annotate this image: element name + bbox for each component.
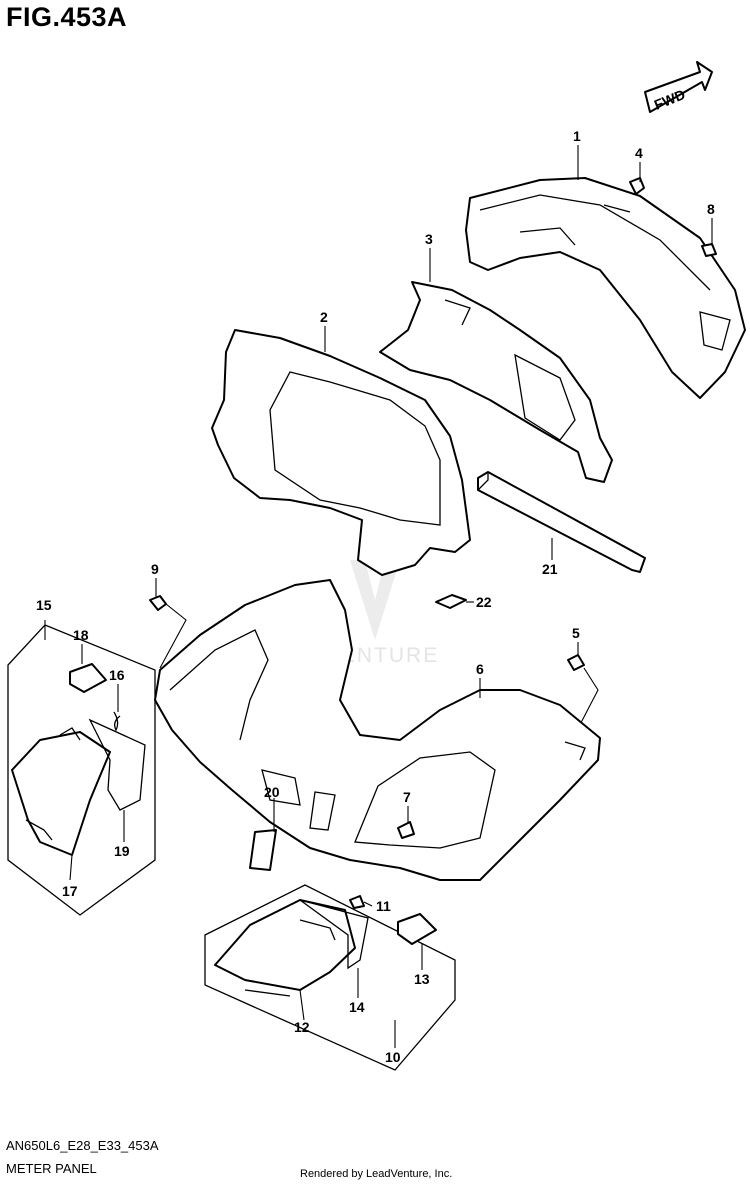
part-20-grommet	[249, 829, 277, 871]
callout-10: 10	[385, 1049, 401, 1065]
part-5-screw	[567, 654, 599, 741]
part-9-screw	[149, 595, 187, 669]
callout-9: 9	[151, 561, 159, 577]
callout-19: 19	[114, 843, 130, 859]
callout-16: 16	[109, 667, 125, 683]
part-1-upper-cover	[465, 177, 746, 399]
callout-1: 1	[573, 128, 581, 144]
group-15-frame	[7, 620, 156, 916]
part-22-pad	[435, 594, 467, 609]
callout-20: 20	[264, 784, 280, 800]
part-19-seal	[88, 718, 146, 811]
figure-title: FIG.453A	[6, 2, 128, 32]
part-18-cap	[69, 663, 107, 693]
fwd-arrow-icon: FWD	[644, 61, 713, 113]
callout-13: 13	[414, 971, 430, 987]
callout-11: 11	[376, 898, 391, 914]
group-10-frame	[204, 884, 456, 1071]
model-code: AN650L6_E28_E33_453A	[6, 1138, 159, 1153]
callout-14: 14	[349, 999, 365, 1015]
part-3-inner-bracket	[379, 281, 613, 483]
callout-8: 8	[707, 201, 715, 217]
part-14-seal	[299, 899, 369, 970]
leader-lines	[69, 145, 713, 1021]
part-2-meter-bezel	[211, 329, 471, 576]
part-21-seal-strip	[477, 471, 646, 573]
callout-12: 12	[294, 1019, 310, 1035]
part-7-clip	[397, 821, 415, 839]
callout-22: 22	[476, 594, 492, 610]
callout-15: 15	[36, 597, 52, 613]
render-credit: Rendered by LeadVenture, Inc.	[300, 1168, 453, 1180]
part-8-screw	[701, 243, 717, 257]
part-12-lid	[214, 899, 356, 997]
part-17-lid	[11, 727, 111, 856]
callout-21: 21	[542, 561, 558, 577]
callout-labels: 1 2 3 4 5 6 7 8 9 10 11 12 13 14 15 16 1…	[36, 128, 715, 1065]
callout-7: 7	[403, 789, 411, 805]
part-16-spring	[113, 711, 121, 732]
callout-5: 5	[572, 625, 580, 641]
callout-4: 4	[635, 145, 643, 161]
part-13-cap	[397, 913, 437, 945]
callout-2: 2	[320, 309, 328, 325]
callout-3: 3	[425, 231, 433, 247]
part-6-lower-panel	[154, 579, 601, 881]
callout-18: 18	[73, 627, 89, 643]
part-4-screw	[629, 177, 645, 195]
part-11-clip	[349, 895, 365, 909]
callout-6: 6	[476, 661, 484, 677]
callout-17: 17	[62, 883, 78, 899]
assembly-name: METER PANEL	[6, 1161, 97, 1176]
